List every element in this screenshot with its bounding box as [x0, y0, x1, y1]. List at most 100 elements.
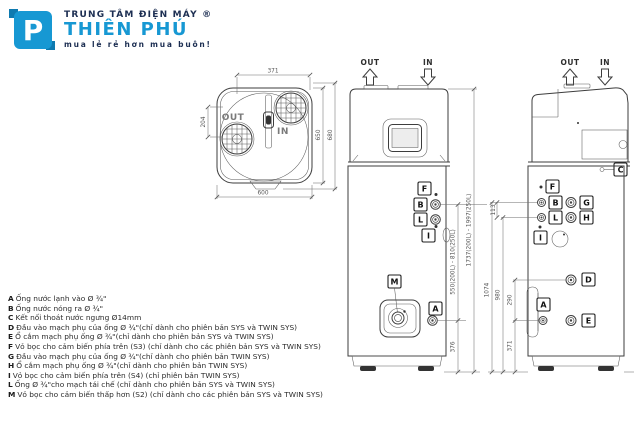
top-view-handle-bracket	[263, 94, 274, 149]
side-handle	[526, 286, 539, 338]
dimension-680: 680	[283, 80, 338, 192]
svg-text:G: G	[583, 199, 590, 208]
dim-376-label: 376	[451, 341, 457, 352]
dimension-290-371: 290 371	[508, 277, 518, 375]
callout-L: L	[537, 210, 563, 225]
dimension-1074: 1074	[485, 200, 495, 375]
callout-H: H	[565, 210, 594, 225]
svg-text:L: L	[418, 216, 423, 225]
dim-total-range-label: 1737(200L) - 1997(250L)	[467, 194, 473, 267]
side-port-bulge	[442, 227, 451, 243]
front-access-panel	[379, 299, 421, 338]
side-out-label: OUT	[560, 58, 579, 67]
callout-L: L	[413, 212, 441, 227]
top-view-foot	[249, 180, 282, 190]
callout-A: A	[427, 301, 443, 326]
logo-corner-square	[9, 9, 18, 18]
side-tank-body	[527, 165, 625, 357]
dimension-204: 204	[201, 104, 223, 140]
callout-I: I	[533, 225, 569, 248]
in-fan-grille	[273, 90, 309, 126]
out-fan-grille	[219, 121, 255, 157]
callout-E: E	[565, 313, 596, 328]
dimension-113: 113	[491, 200, 500, 220]
sensor-dot	[539, 185, 543, 189]
brand-logo: P TRUNG TÂM ĐIỆN MÁY ® THIÊN PHÚ mua lẻ …	[8, 6, 212, 54]
dim-680-label: 680	[328, 129, 334, 140]
dimension-upper-range: 550(200L) - 810(250L) 376	[451, 202, 461, 375]
svg-text:I: I	[427, 232, 430, 241]
in-arrow-icon	[596, 68, 614, 86]
logo-monogram: P	[23, 14, 44, 47]
callout-F: F	[539, 179, 560, 194]
svg-text:C: C	[618, 166, 624, 175]
front-view-diagram: OUT IN F B	[347, 58, 487, 375]
dim-1074-label: 1074	[485, 282, 491, 297]
out-arrow-icon	[561, 68, 579, 86]
in-arrow-icon	[419, 68, 437, 86]
side-panel	[581, 129, 628, 160]
dim-980-label: 980	[496, 289, 502, 300]
sensor-dot	[538, 225, 542, 229]
dimension-980: 980	[496, 215, 506, 375]
callout-D: D	[565, 272, 596, 287]
dimension-total-range: 1737(200L) - 1997(250L)	[467, 86, 477, 375]
dim-113-label: 113	[491, 204, 497, 215]
svg-text:D: D	[585, 276, 592, 285]
brand-name: THIÊN PHÚ	[64, 19, 189, 41]
dim-upper-range-label: 550(200L) - 810(250L)	[451, 229, 457, 295]
logo-tile	[14, 11, 52, 49]
side-in-label: IN	[600, 58, 610, 67]
svg-text:E: E	[586, 317, 591, 326]
dim-204-label: 204	[201, 116, 207, 127]
svg-text:A: A	[540, 301, 547, 310]
brand-topline: TRUNG TÂM ĐIỆN MÁY ®	[64, 9, 213, 20]
out-arrow-icon	[361, 68, 379, 86]
side-top-unit	[531, 83, 629, 163]
brand-tagline: mua lẻ rẻ hơn mua buôn!	[64, 40, 212, 50]
callout-B: B	[413, 197, 441, 212]
callout-A: A	[536, 297, 551, 325]
thien-phu-logo-icon: P	[9, 9, 55, 50]
svg-text:L: L	[553, 214, 558, 223]
callout-F: F	[417, 181, 438, 196]
dim-371-label: 371	[508, 340, 514, 351]
svg-text:F: F	[422, 185, 427, 194]
side-tank-base	[531, 355, 621, 371]
svg-text:A: A	[432, 305, 439, 314]
top-view-out-label: OUT	[222, 113, 245, 123]
port-circle	[551, 230, 569, 248]
svg-text:B: B	[552, 199, 558, 208]
callout-C: C	[599, 162, 628, 177]
dim-371-label: 371	[267, 69, 278, 75]
side-dim-leaders	[488, 202, 634, 373]
front-top-unit	[349, 85, 449, 163]
display-bezel	[382, 118, 428, 158]
svg-text:I: I	[539, 234, 542, 243]
svg-text:M: M	[391, 278, 399, 287]
dim-290-label: 290	[508, 294, 514, 305]
top-view-diagram: OUT IN 371 204 650 680	[201, 69, 338, 200]
display-frame	[388, 124, 422, 152]
dimension-650: 650	[313, 85, 326, 186]
front-tank-base	[351, 355, 443, 371]
front-in-label: IN	[423, 58, 433, 67]
callout-G: G	[565, 195, 594, 210]
top-view-in-label: IN	[277, 127, 289, 137]
callout-I: I	[421, 225, 451, 243]
dimension-371: 371	[234, 69, 313, 94]
svg-text:H: H	[583, 214, 590, 223]
svg-text:F: F	[550, 183, 555, 192]
dim-650-label: 650	[316, 129, 322, 140]
